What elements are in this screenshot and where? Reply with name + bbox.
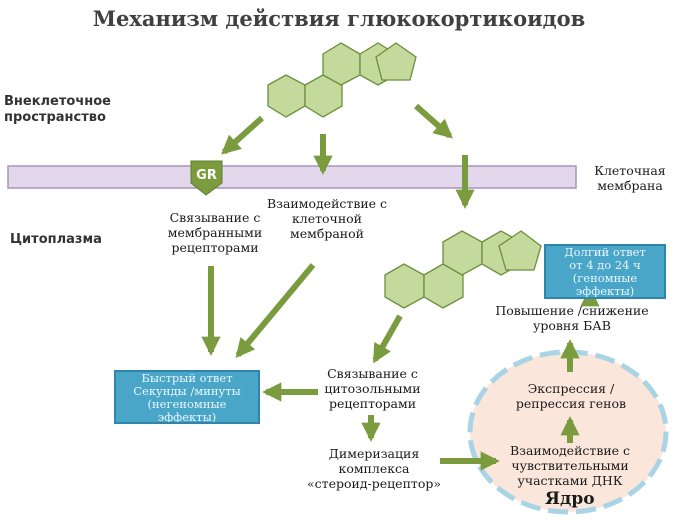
cell-membrane <box>7 165 577 189</box>
gr-receptor-shape <box>190 160 223 196</box>
long-response-box: Долгий ответ от 4 до 24 ч (геномные эффе… <box>544 244 666 299</box>
arrow-membrane-to-fast <box>235 263 316 358</box>
diagram-title: Механизм действия глюкокортикоидов <box>92 6 586 31</box>
arrow-to-gr <box>221 115 265 155</box>
label-cytosolic-binding: Связывание с цитозольными рецепторами <box>324 366 421 411</box>
fast-response-box: Быстрый ответ Секунды /минуты (негеномны… <box>114 370 260 424</box>
label-gene-expression: Экспрессия / репрессия генов <box>515 381 627 411</box>
label-bav-change: Повышение /снижение уровня БАВ <box>495 303 649 333</box>
arrow-to-membrane-right <box>414 103 453 139</box>
extracellular-label: Внеклеточное пространство <box>4 94 111 125</box>
label-membrane-receptor-binding: Связывание с мембранными рецепторами <box>167 210 263 255</box>
steroid-molecule-cytoplasm <box>384 230 542 309</box>
arrow-steroid-to-cytosolic <box>372 314 403 364</box>
cytoplasm-label: Цитоплазма <box>10 232 102 247</box>
steroid-molecule-top <box>267 42 417 118</box>
label-dna-interaction: Взаимодействие с чувствительными участка… <box>509 443 631 488</box>
membrane-label: Клеточная мембрана <box>594 163 666 193</box>
nucleus-label: Ядро <box>545 489 595 509</box>
label-dimerization: Димеризация комплекса «стероид-рецептор» <box>307 446 441 491</box>
label-membrane-interaction: Взаимодействие с клеточной мембраной <box>266 196 388 241</box>
gr-receptor-label: GR <box>196 168 217 183</box>
